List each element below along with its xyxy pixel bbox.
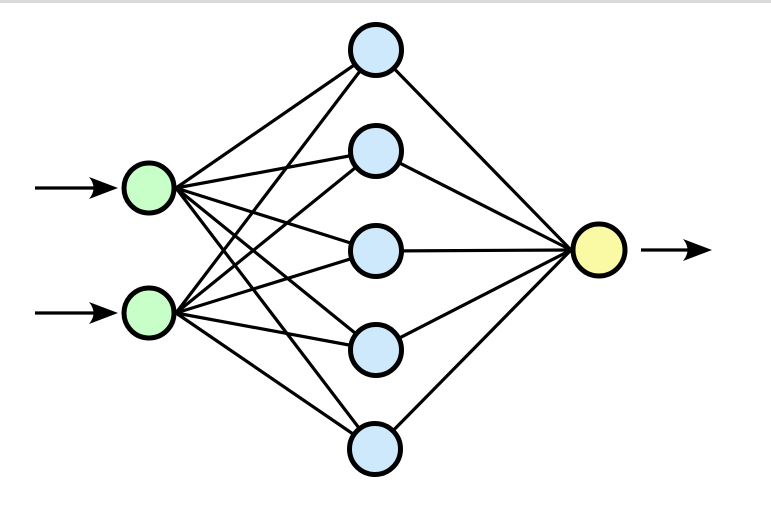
edges-group <box>174 48 573 451</box>
arrow-head-icon <box>89 302 118 324</box>
edge-i1-h1 <box>175 48 377 190</box>
edge-i1-h4 <box>174 186 378 352</box>
hidden-node-h4 <box>348 322 404 378</box>
window-top-border <box>0 0 771 3</box>
edge-i2-h1 <box>174 49 378 314</box>
arrow-head-icon <box>683 239 712 261</box>
edge-i1-h5 <box>174 187 377 450</box>
output-node-o1 <box>570 221 628 279</box>
edge-i1-h3 <box>175 186 377 253</box>
edge-i2-h2 <box>174 149 378 315</box>
edge-h3-o1 <box>375 248 572 253</box>
edge-i2-h5 <box>175 311 376 451</box>
hidden-node-h2 <box>348 123 404 179</box>
input-node-i2 <box>121 285 177 341</box>
input-node-i1 <box>121 160 177 216</box>
output-arrow <box>641 239 712 261</box>
input-arrow-2 <box>35 302 118 324</box>
edge-i2-h3 <box>175 249 377 315</box>
edge-h2-o1 <box>375 149 572 252</box>
hidden-node-h5 <box>347 421 403 477</box>
edge-h5-o1 <box>373 248 573 451</box>
edge-i1-h2 <box>175 149 377 190</box>
arrow-head-icon <box>89 177 118 199</box>
input-arrow-1 <box>35 177 118 199</box>
edge-h1-o1 <box>374 48 573 252</box>
hidden-node-h3 <box>348 223 404 279</box>
hidden-node-h1 <box>348 22 404 78</box>
edge-h4-o1 <box>375 248 572 352</box>
edge-i2-h4 <box>175 311 377 352</box>
